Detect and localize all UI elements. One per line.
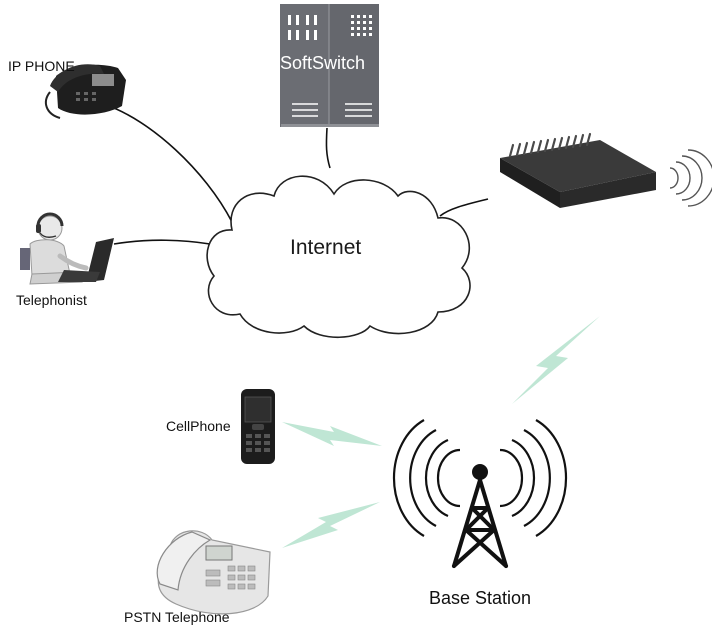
gsm-gateway-icon (500, 132, 712, 208)
base-station-tower-icon (392, 419, 568, 568)
softswitch-server-icon (280, 4, 379, 127)
cellphone-label: CellPhone (166, 418, 231, 434)
network-links (105, 104, 489, 245)
link-cellphone-basestation (282, 422, 382, 446)
telephonist-label: Telephonist (16, 292, 87, 308)
link-ipphone-internet (105, 104, 233, 223)
base-station-label: Base Station (429, 588, 532, 608)
ip-phone-icon (44, 64, 126, 119)
pstn-telephone-icon (156, 530, 271, 615)
pstn-telephone-label: PSTN Telephone (124, 609, 230, 625)
ip-phone-label: IP PHONE (8, 58, 75, 74)
link-gateway-internet (439, 198, 489, 217)
link-basestation-gateway (512, 316, 600, 404)
telephonist-icon (20, 212, 114, 285)
softswitch-label: SoftSwitch (280, 53, 366, 73)
internet-label: Internet (290, 236, 362, 259)
link-telephonist-internet (113, 239, 211, 245)
cell-phone-icon (241, 389, 275, 464)
internet-cloud-icon (206, 175, 471, 338)
wireless-links (282, 316, 600, 548)
link-pstn-basestation (282, 502, 380, 548)
link-softswitch-internet (325, 127, 331, 169)
